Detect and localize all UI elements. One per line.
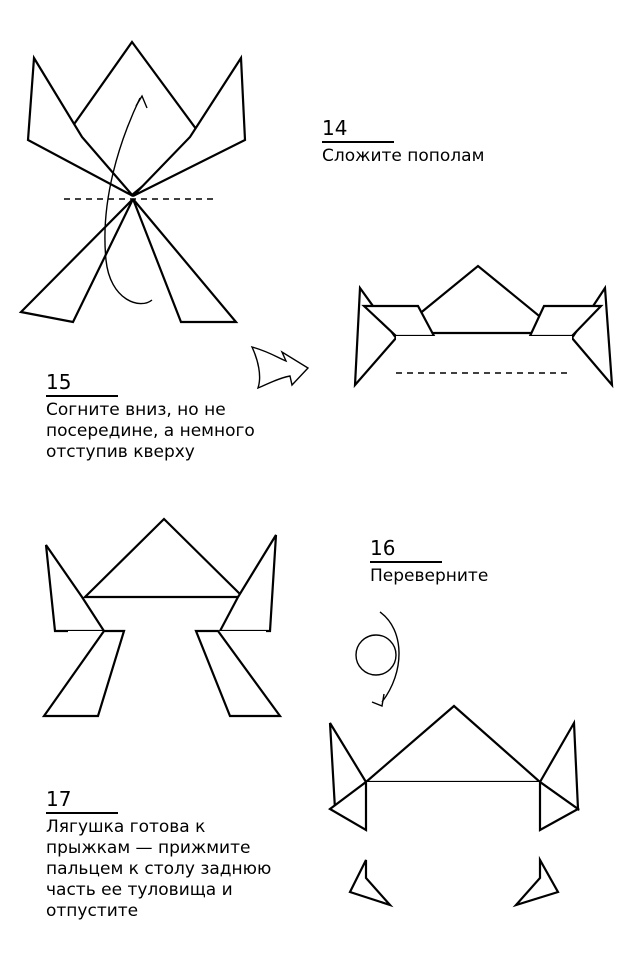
- fold-arrow-head: [135, 94, 148, 109]
- top-triangle: [82, 517, 246, 599]
- step-15: 15 Согните вниз, но не посередине, а нем…: [46, 371, 255, 463]
- right-foot: [512, 855, 560, 908]
- right-ear: [570, 284, 614, 389]
- upper-right-flap: [132, 54, 247, 197]
- figure-step-16: [41, 517, 283, 718]
- step-instruction: Лягушка готова к прыжкам — прижмите паль…: [46, 817, 272, 921]
- right-inner-flap: [538, 779, 581, 832]
- step-instruction: Сложите пополам: [322, 146, 485, 166]
- figure-step-14: [18, 40, 247, 324]
- left-leg: [41, 629, 126, 718]
- body-rectangle: [366, 782, 540, 878]
- fold-arrow: [104, 97, 153, 305]
- top-triangle: [392, 264, 564, 335]
- left-ear: [353, 284, 398, 389]
- figure-step-15: [353, 264, 614, 438]
- right-leg: [194, 629, 283, 718]
- step-number: 15: [46, 371, 118, 397]
- step-instruction: Согните вниз, но не посередине, а немног…: [46, 400, 255, 462]
- step-number: 16: [370, 537, 442, 563]
- step-number: 14: [322, 117, 394, 143]
- step-17: 17 Лягушка готова к прыжкам — прижмите п…: [46, 788, 271, 922]
- next-arrow-icon: [250, 345, 310, 390]
- figure-step-17: [328, 704, 581, 908]
- step-14: 14 Сложите пополам: [322, 117, 484, 167]
- left-foot: [348, 859, 394, 908]
- body-rectangle: [396, 336, 572, 438]
- turn-over-icon: [355, 611, 400, 707]
- left-inner-flap: [328, 779, 368, 832]
- step-16: 16 Переверните: [370, 537, 488, 587]
- top-triangle: [363, 704, 543, 784]
- step-number: 17: [46, 788, 118, 814]
- lower-right-flap: [131, 198, 239, 324]
- step-instruction: Переверните: [370, 566, 489, 586]
